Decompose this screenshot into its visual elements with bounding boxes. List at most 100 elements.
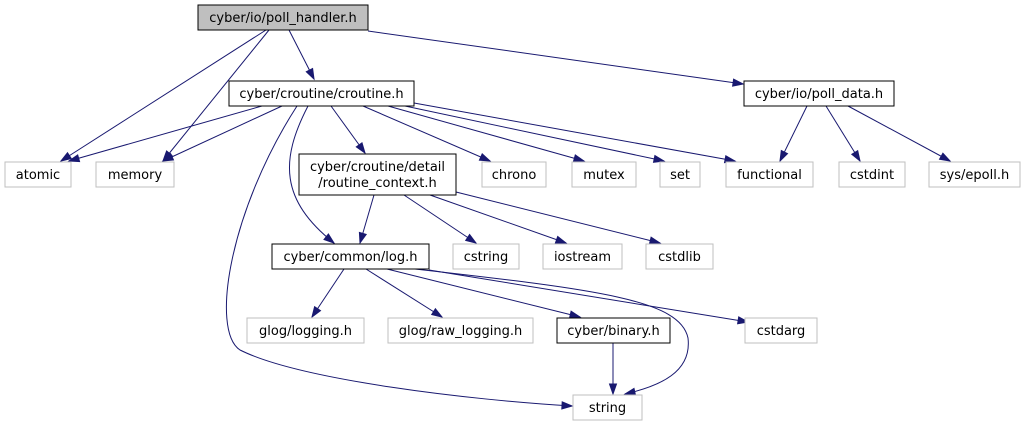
node-binary[interactable]: cyber/binary.h: [556, 317, 671, 344]
node-box: [387, 317, 534, 344]
edge-binary-to-string: [608, 343, 618, 396]
node-label: iostream: [554, 250, 611, 265]
node-label: cyber/croutine/croutine.h: [239, 87, 403, 102]
edge-arrowhead: [568, 310, 582, 319]
edge-line: [414, 268, 689, 395]
edge-croutine-to-memory: [161, 105, 283, 162]
node-label: glog/logging.h: [259, 324, 352, 339]
edge-line: [455, 191, 661, 244]
edge-arrowhead: [355, 141, 366, 155]
edge-line: [847, 105, 951, 162]
node-label: glog/raw_logging.h: [399, 324, 522, 339]
node-box: [4, 161, 72, 188]
node-box: [228, 80, 415, 107]
edge-arrowhead: [161, 152, 175, 162]
edge-line: [387, 105, 585, 162]
edge-arrowhead: [608, 383, 618, 396]
edge-arrowhead: [67, 154, 81, 163]
node-label: set: [670, 168, 690, 183]
edge-log-to-string: [414, 268, 689, 396]
node-box: [95, 161, 175, 188]
node-label: chrono: [492, 168, 537, 183]
node-box: [452, 243, 520, 270]
edge-arrowhead: [358, 231, 368, 245]
edge-log-to-glog-raw-logging: [365, 268, 444, 318]
nodes-layer: cyber/io/poll_handler.h cyber/croutine/cr…: [4, 4, 1021, 421]
node-box: [744, 317, 818, 344]
edge-routine-context-to-iostream: [429, 194, 568, 244]
node-label: memory: [108, 168, 163, 183]
node-croutine[interactable]: cyber/croutine/croutine.h: [228, 80, 415, 107]
edge-croutine-to-log: [288, 105, 336, 244]
node-glog-logging: glog/logging.h: [246, 317, 365, 344]
node-sys-epoll: sys/epoll.h: [928, 161, 1021, 188]
node-label: cyber/io/poll_data.h: [755, 87, 883, 102]
edge-arrowhead: [554, 235, 568, 244]
node-box: [271, 243, 430, 270]
node-poll-handler[interactable]: cyber/io/poll_handler.h: [197, 4, 369, 31]
node-label: cstdarg: [757, 324, 806, 339]
edge-line: [365, 268, 443, 318]
edge-arrowhead: [648, 236, 662, 245]
edge-croutine-to-functional: [413, 102, 737, 164]
edge-arrowhead: [850, 149, 861, 163]
node-atomic: atomic: [4, 161, 72, 188]
edge-poll-data-to-functional: [779, 105, 808, 163]
node-log[interactable]: cyber/common/log.h: [271, 243, 430, 270]
edge-routine-context-to-cstring: [403, 194, 478, 244]
node-label: /routine_context.h: [318, 176, 436, 191]
edge-log-to-cstdarg: [428, 269, 750, 325]
edge-line: [68, 105, 263, 162]
edge-line: [225, 105, 573, 407]
node-label: cstring: [464, 250, 508, 265]
node-cstdlib: cstdlib: [645, 243, 714, 270]
edge-poll-handler-to-croutine: [288, 29, 315, 81]
node-label: string: [589, 401, 626, 416]
edge-poll-data-to-sys-epoll: [847, 105, 952, 162]
edge-arrowhead: [938, 152, 952, 162]
edge-croutine-to-atomic: [67, 105, 263, 163]
node-cstring: cstring: [452, 243, 520, 270]
edge-arrowhead: [732, 78, 745, 87]
node-set: set: [659, 161, 701, 188]
edge-arrowhead: [623, 387, 637, 396]
edge-line: [825, 105, 861, 162]
node-label: atomic: [16, 168, 60, 183]
edge-routine-context-to-log: [358, 194, 375, 245]
node-routine-context[interactable]: cyber/croutine/detail/routine_context.h: [298, 153, 457, 196]
node-poll-data[interactable]: cyber/io/poll_data.h: [743, 80, 895, 107]
edge-croutine-to-set: [404, 105, 666, 163]
node-label: cyber/croutine/detail: [310, 160, 445, 175]
edge-arrowhead: [478, 152, 492, 162]
edge-line: [362, 105, 491, 162]
node-box: [571, 161, 637, 188]
edge-arrowhead: [323, 233, 336, 244]
node-label: functional: [737, 168, 802, 183]
edge-croutine-to-chrono: [362, 105, 492, 162]
edge-arrowhead: [311, 305, 322, 319]
edge-arrowhead: [464, 233, 478, 244]
node-box: [838, 161, 906, 188]
node-box: [556, 317, 671, 344]
edge-arrowhead: [59, 151, 73, 162]
node-label: sys/epoll.h: [940, 168, 1009, 183]
node-functional: functional: [725, 161, 814, 188]
edge-line: [386, 268, 581, 318]
node-box: [725, 161, 814, 188]
edge-line: [413, 102, 736, 162]
edge-arrowhead: [652, 154, 666, 163]
edge-line: [404, 105, 665, 162]
edge-line: [162, 105, 283, 162]
edge-arrowhead: [572, 154, 586, 163]
node-chrono: chrono: [481, 161, 547, 188]
edge-arrowhead: [561, 401, 574, 410]
edge-croutine-to-mutex: [387, 105, 586, 163]
node-iostream: iostream: [542, 243, 623, 270]
node-box: [645, 243, 714, 270]
node-label: cyber/common/log.h: [283, 250, 417, 265]
node-label: mutex: [583, 168, 625, 183]
node-memory: memory: [95, 161, 175, 188]
edge-line: [162, 29, 270, 162]
edge-log-to-binary: [386, 268, 582, 319]
